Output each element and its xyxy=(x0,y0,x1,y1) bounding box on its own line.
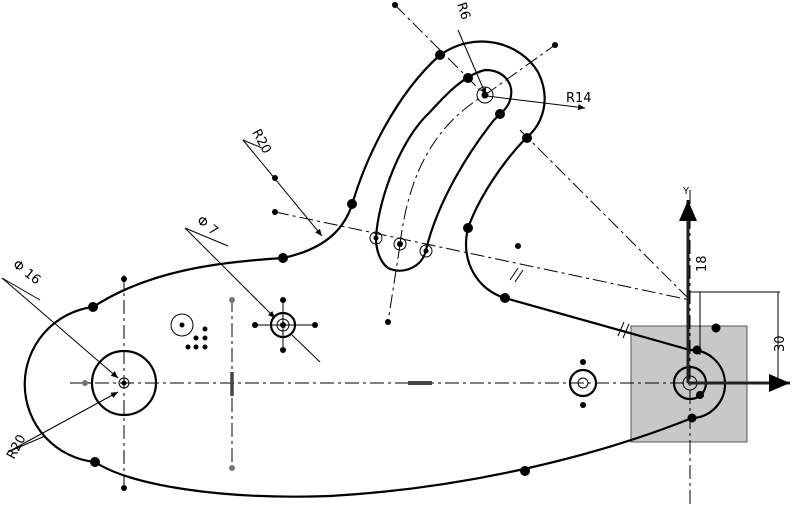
vertex-point[interactable] xyxy=(711,323,721,333)
sketch-vertex-points[interactable] xyxy=(88,50,721,476)
dim-phi16-leader xyxy=(1,277,119,379)
r14-arc-center-circle[interactable] xyxy=(476,86,494,104)
parallel-constraint-lower[interactable] xyxy=(617,321,630,339)
vertex-point[interactable] xyxy=(463,73,473,83)
vertex-point[interactable] xyxy=(435,50,445,60)
dim-r20-bottom-ext xyxy=(7,435,46,453)
vertex-point[interactable] xyxy=(520,466,530,476)
outer-profile[interactable] xyxy=(23,40,727,498)
dim-phi7-leader xyxy=(184,227,276,319)
slot-vertical-construction xyxy=(387,244,401,323)
slot-point-center[interactable] xyxy=(393,237,407,251)
slot-point-right[interactable] xyxy=(419,244,433,258)
dim-phi7-text[interactable]: Φ 7 xyxy=(194,213,221,239)
parallel-constraint-upper[interactable] xyxy=(509,267,524,283)
vertex-point[interactable] xyxy=(692,345,702,355)
vertex-point[interactable] xyxy=(696,391,704,399)
small-hole-left[interactable] xyxy=(170,313,194,337)
arc-tangent-centerline xyxy=(484,44,556,96)
slot-end-points[interactable] xyxy=(369,231,433,258)
y-axis-label: Y xyxy=(682,186,690,197)
small-hole-left-center[interactable] xyxy=(179,322,185,328)
slot-center-arc xyxy=(399,97,481,245)
dim-r14-text[interactable]: R14 xyxy=(566,91,592,106)
dim-r20-bottom-leader xyxy=(7,391,119,453)
vertex-point[interactable] xyxy=(522,133,532,143)
right-small-hole-inner[interactable] xyxy=(577,377,589,389)
dim-18-text[interactable]: 18 xyxy=(695,255,710,272)
vertex-point[interactable] xyxy=(687,413,697,423)
dim-r20-top-extension xyxy=(242,139,263,149)
vertex-point[interactable] xyxy=(495,109,505,119)
dim-r6-leader xyxy=(457,29,487,96)
dim-phi16-text[interactable]: Φ 16 xyxy=(10,257,44,288)
vertex-point[interactable] xyxy=(463,223,473,233)
diagonal-construction-line xyxy=(519,129,691,301)
dim-phi7-ext xyxy=(184,227,229,247)
dim-30-text[interactable]: 30 xyxy=(773,335,788,352)
vertex-point[interactable] xyxy=(278,253,288,263)
construction-points[interactable] xyxy=(82,2,586,491)
vertex-point[interactable] xyxy=(88,302,98,312)
slot-point-left[interactable] xyxy=(369,231,383,245)
dim-r14-leader xyxy=(486,95,586,111)
left-boss-circle[interactable] xyxy=(90,349,158,417)
left-hole-center[interactable] xyxy=(121,380,127,386)
dim-r6-text[interactable]: R6 xyxy=(453,1,473,22)
dim-r20-top-leader xyxy=(242,139,323,237)
dim-r20-bottom-text[interactable]: R20 xyxy=(4,432,29,462)
left-hole-circle[interactable] xyxy=(118,377,130,389)
vertex-point[interactable] xyxy=(90,457,100,467)
vertex-point[interactable] xyxy=(500,293,510,303)
right-small-hole-circle[interactable] xyxy=(568,368,598,398)
slot-construction-line xyxy=(274,211,691,301)
dim-phi7-leader-out xyxy=(291,334,321,363)
dim-phi16-ext xyxy=(1,277,41,301)
vertex-point[interactable] xyxy=(347,199,357,209)
